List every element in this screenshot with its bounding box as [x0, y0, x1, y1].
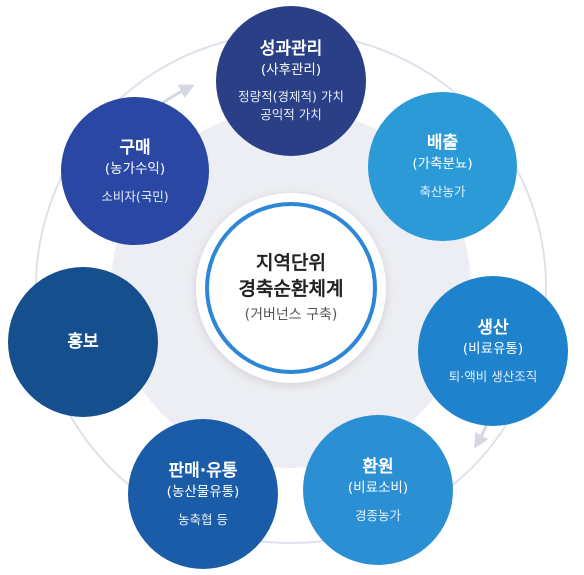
node-return: 환원 (비료소비) 경종농가	[303, 415, 453, 565]
node-title: 홍보	[67, 332, 99, 352]
node-title: 생산	[477, 317, 509, 338]
node-desc: 공익적 가치	[260, 107, 322, 122]
node-title: 구매	[119, 137, 151, 158]
node-desc: 소비자(국민)	[101, 188, 169, 204]
node-production: 생산 (비료유통) 퇴·액비 생산조직	[418, 276, 568, 426]
center-hub-ring: 지역단위 경축순환체계 (거버넌스 구축)	[205, 202, 377, 374]
node-performance-management: 성과관리 (사후관리) 정량적(경제적) 가치 공익적 가치	[216, 6, 366, 156]
node-purchase: 구매 (농가수익) 소비자(국민)	[61, 97, 209, 245]
node-desc: 정량적(경제적) 가치	[238, 89, 344, 104]
node-sales-distribution: 판매·유통 (농산물유통) 농축협 등	[128, 419, 278, 569]
node-promotion: 홍보	[8, 267, 158, 417]
node-title: 환원	[362, 456, 394, 477]
center-title-line2: 경축순환체계	[238, 278, 344, 300]
node-desc: 축산농가	[419, 184, 466, 199]
node-subtitle: (사후관리)	[260, 62, 322, 78]
center-title-line1: 지역단위	[256, 252, 326, 274]
node-subtitle: (가축분뇨)	[412, 156, 473, 172]
node-subtitle: (농산물유통)	[166, 483, 240, 500]
node-desc: 퇴·액비 생산조직	[448, 368, 538, 384]
node-desc: 농축협 등	[178, 511, 228, 527]
node-title: 판매·유통	[168, 460, 238, 481]
center-subtitle: (거버넌스 구축)	[244, 307, 338, 323]
node-subtitle: (농가수익)	[104, 160, 166, 177]
node-desc: 경종농가	[354, 507, 401, 523]
node-title: 성과관리	[259, 39, 323, 59]
center-hub: 지역단위 경축순환체계 (거버넌스 구축)	[196, 193, 386, 383]
node-subtitle: (비료소비)	[347, 479, 409, 496]
node-excretion: 배출 (가축분뇨) 축산농가	[368, 92, 517, 241]
node-subtitle: (비료유통)	[462, 340, 524, 357]
node-title: 배출	[426, 133, 459, 153]
